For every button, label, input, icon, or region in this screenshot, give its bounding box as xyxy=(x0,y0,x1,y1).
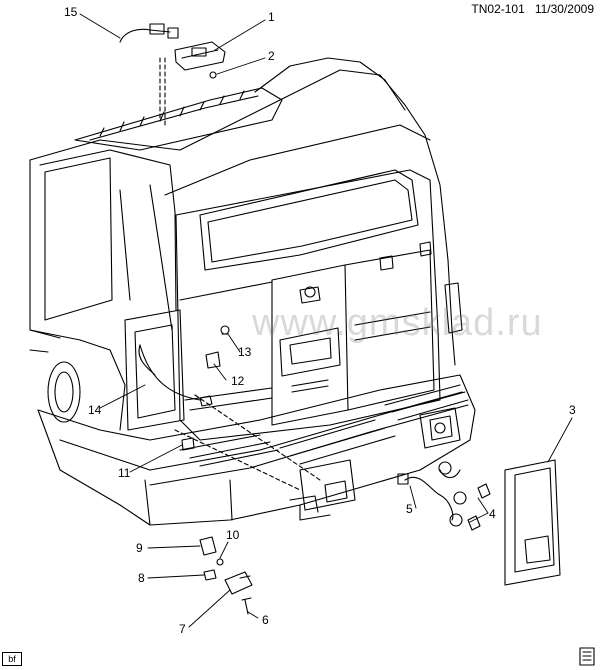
part-1-lamp xyxy=(174,41,226,71)
vehicle-body xyxy=(29,69,463,441)
rear-bumper xyxy=(37,374,476,526)
callout-8: 8 xyxy=(138,571,145,585)
gm-logo-icon xyxy=(579,647,595,666)
callout-15: 15 xyxy=(64,5,78,19)
part-7-bracket xyxy=(224,571,253,595)
callout-6: 6 xyxy=(262,613,269,627)
callout-13: 13 xyxy=(238,345,252,359)
part-14-harness xyxy=(138,344,213,407)
part-8-clip xyxy=(203,569,217,581)
callout-3: 3 xyxy=(569,403,576,417)
diagram-header: TN02-101 11/30/2009 xyxy=(471,2,594,16)
part-12-clip xyxy=(205,351,221,369)
part-10-screw xyxy=(216,558,224,566)
callout-11: 11 xyxy=(118,466,131,480)
part-6-bolt xyxy=(241,597,252,615)
callout-2: 2 xyxy=(268,49,275,63)
callout-9: 9 xyxy=(136,541,143,555)
callout-14: 14 xyxy=(88,403,102,417)
part-2-screw xyxy=(209,71,217,79)
callout-1: 1 xyxy=(268,10,275,24)
callout-5: 5 xyxy=(406,502,413,516)
part-11-bracket xyxy=(181,437,195,451)
part-5-harness xyxy=(397,461,467,527)
part-3-tail-lamp xyxy=(504,459,561,586)
part-9-connector xyxy=(199,536,217,556)
callout-12: 12 xyxy=(231,374,245,388)
diagram-date: 11/30/2009 xyxy=(534,2,594,16)
part-4-bulbs xyxy=(467,483,491,531)
callout-4: 4 xyxy=(489,507,496,521)
footer-tag: bf xyxy=(2,652,22,666)
diagram-code: TN02-101 xyxy=(471,2,525,16)
callout-7: 7 xyxy=(179,622,186,636)
part-13-bolt xyxy=(220,325,230,335)
leader-lines xyxy=(79,13,573,628)
routing-lines xyxy=(159,57,321,491)
watermark: www.gmsklad.ru xyxy=(252,302,543,344)
callout-10: 10 xyxy=(226,528,240,542)
part-15-harness xyxy=(119,23,179,43)
